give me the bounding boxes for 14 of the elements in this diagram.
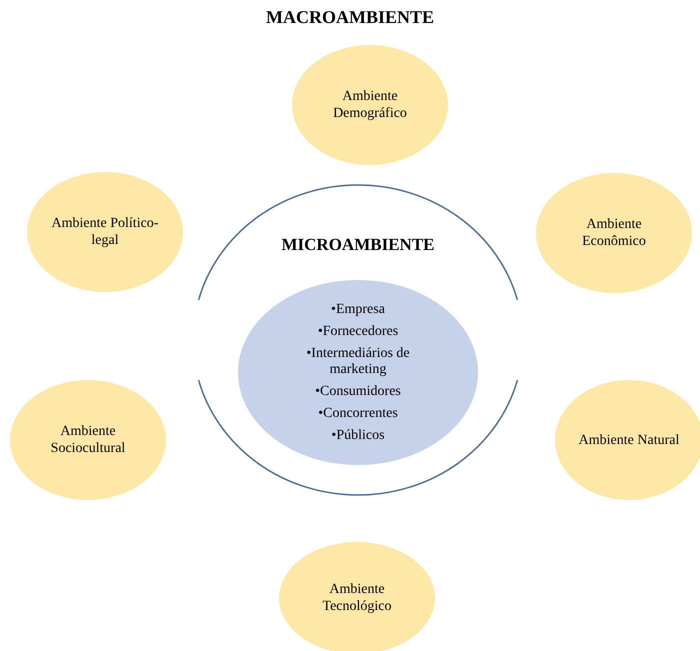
node-label: Ambiente Tecnológico	[322, 581, 392, 615]
diagram-title: MACROAMBIENTE	[264, 7, 435, 28]
node-label: Ambiente Político-legal	[50, 215, 160, 249]
node-label: Ambiente Econômico	[581, 216, 647, 250]
node-label: Ambiente Demográfico	[332, 88, 408, 122]
list-item: •Consumidores	[315, 384, 401, 400]
node-label: Ambiente Sociocultural	[50, 423, 126, 457]
list-item: •Empresa	[331, 302, 385, 318]
group-heading: MICROAMBIENTE	[280, 235, 436, 255]
list-item: •Fornecedores	[318, 324, 398, 340]
list-item: •Concorrentes	[318, 406, 398, 422]
node-label: Ambiente Natural	[578, 432, 680, 448]
list-item: •Públicos	[331, 428, 385, 444]
list-item: •Intermediários de marketing	[305, 346, 411, 378]
